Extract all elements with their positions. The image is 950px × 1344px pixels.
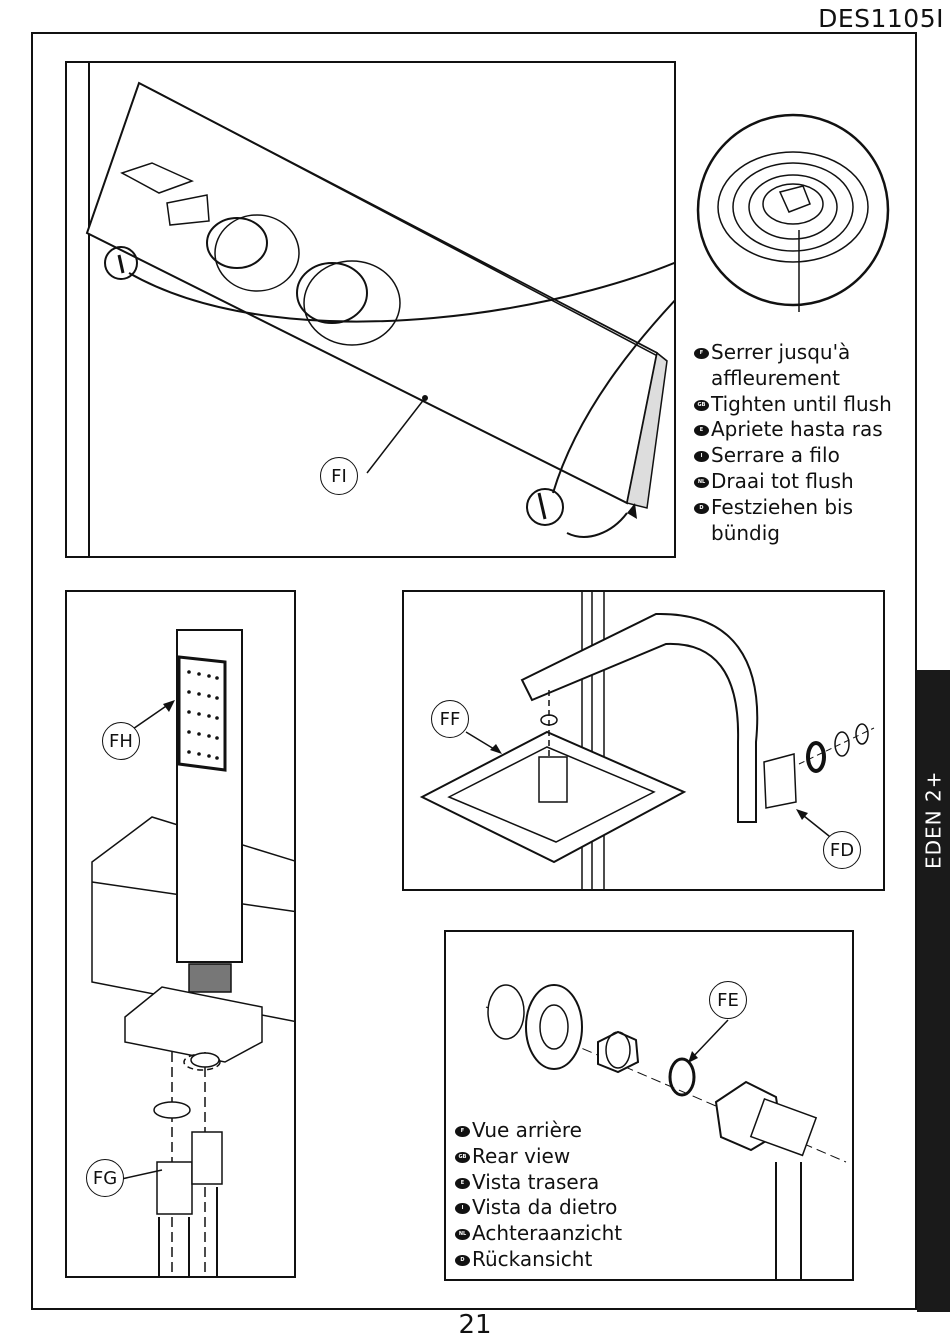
panel-column-installation [65, 61, 676, 558]
page-number: 21 [458, 1310, 492, 1340]
flag-icon: E [694, 425, 709, 437]
side-tab-label: EDEN 2+ [921, 770, 946, 870]
document-code: DES1105I [818, 4, 944, 33]
rear-view-note-text: Rear view [472, 1143, 571, 1168]
panel-rear-view [444, 930, 854, 1281]
side-tab: EDEN 2+ [917, 670, 950, 1312]
flag-icon: D [694, 502, 709, 514]
tighten-note-text: Festziehen bis bündig [711, 494, 854, 545]
column-installation-illustration [85, 63, 674, 556]
page-frame [31, 32, 917, 1310]
callout-fe: FE [709, 981, 747, 1019]
callout-fi: FI [320, 457, 358, 495]
flag-icon: GB [694, 399, 709, 411]
flag-icon: F [455, 1126, 470, 1137]
flag-icon: E [455, 1177, 470, 1189]
rear-view-note-text: Vista trasera [472, 1169, 600, 1194]
rear-view-note-text: Achteraanzicht [472, 1221, 623, 1246]
tighten-note-text: Tighten until flush [711, 391, 892, 416]
rear-view-note-text: Rückansicht [472, 1246, 593, 1271]
rear-view-illustration [485, 984, 847, 1279]
panel-hand-shower [65, 590, 296, 1278]
callout-fd: FD [823, 831, 861, 869]
callout-ff: FF [431, 700, 469, 738]
tighten-note-text: Serrare a filo [711, 443, 840, 468]
rear-view-note-text: Vue arrière [472, 1118, 582, 1142]
callout-fh: FH [102, 722, 140, 760]
flag-icon: GB [455, 1151, 470, 1163]
flag-icon: F [694, 348, 709, 359]
panel-overhead-shower [402, 590, 885, 891]
flag-icon: I [455, 1203, 470, 1215]
rear-view-note-text: Vista da dietro [472, 1195, 618, 1220]
callout-fg: FG [86, 1159, 124, 1197]
tighten-note-text: Draai tot flush [711, 468, 854, 493]
hand-shower-illustration [91, 629, 294, 1276]
tighten-note-text: Apriete hasta ras [711, 417, 883, 442]
flag-icon: NL [455, 1229, 470, 1241]
overhead-shower-illustration [419, 592, 875, 889]
flag-icon: D [455, 1254, 470, 1266]
detail-zoom-circle [696, 113, 890, 312]
tighten-note-text: Serrer jusqu'à affleurement [711, 340, 851, 390]
flag-icon: NL [694, 476, 709, 488]
flag-icon: I [694, 451, 709, 463]
